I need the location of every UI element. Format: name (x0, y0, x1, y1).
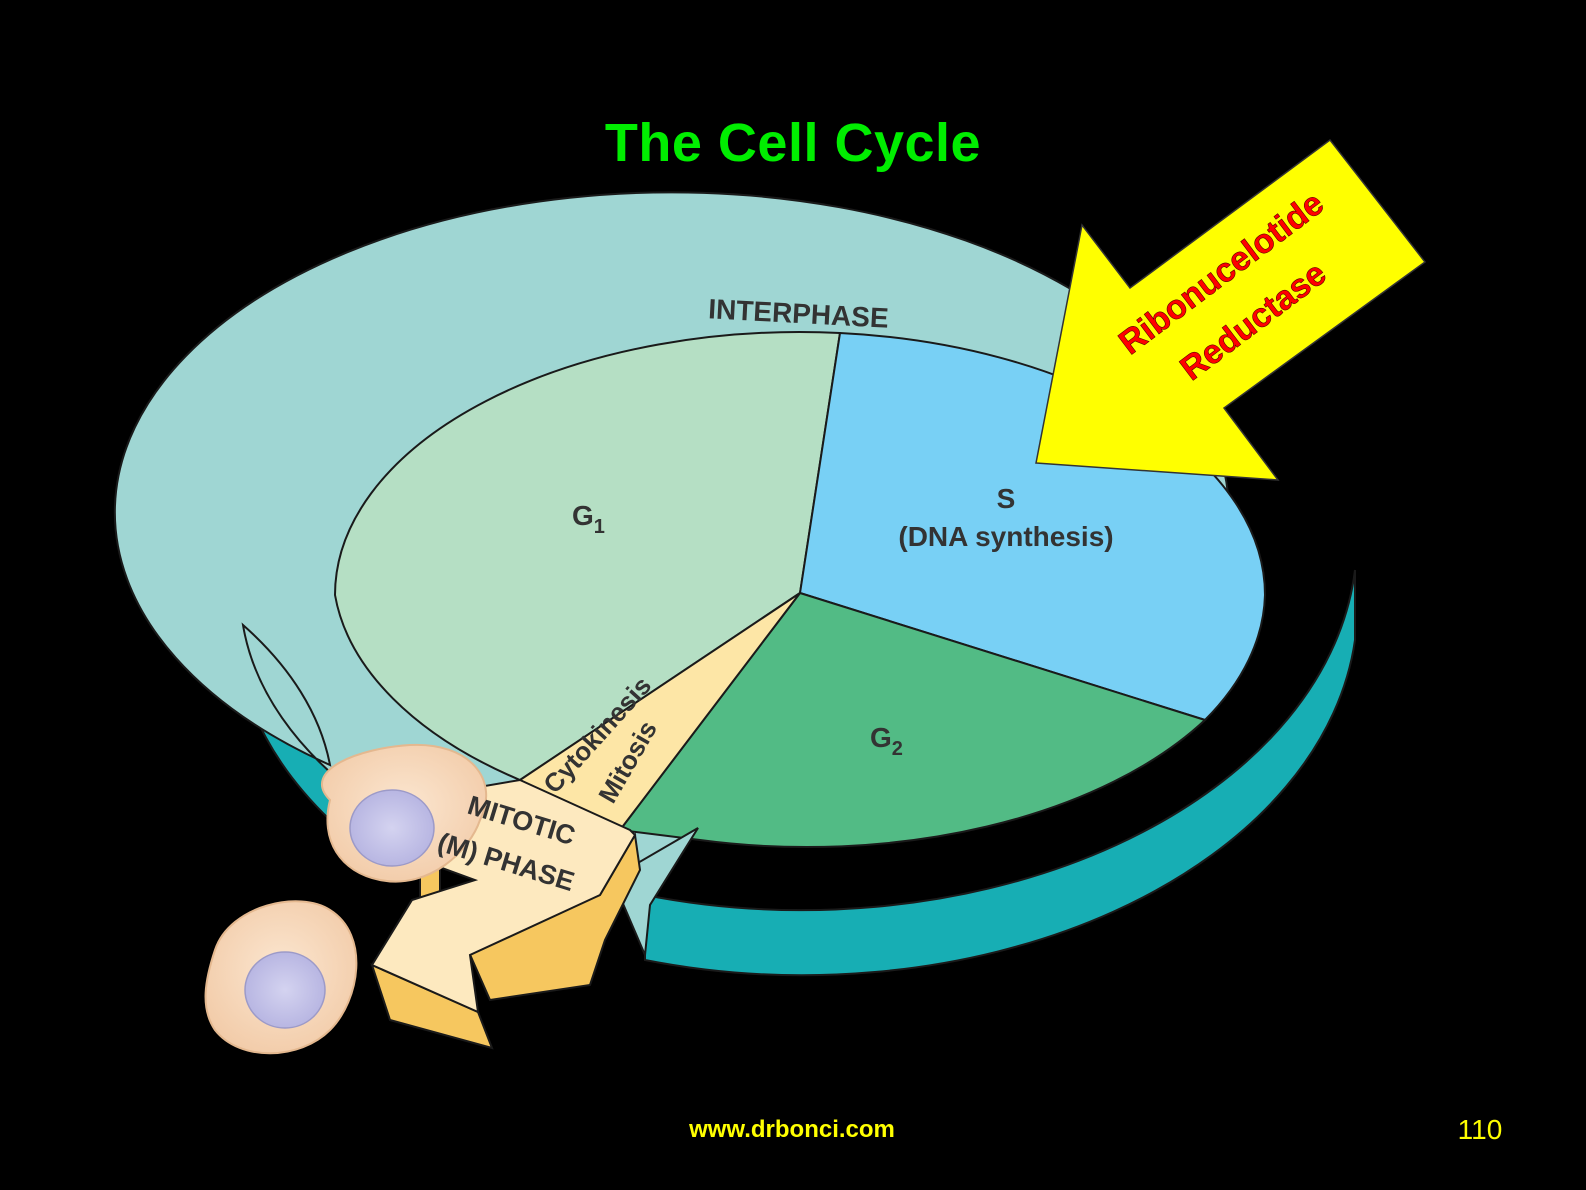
g1-label: G1 (572, 500, 605, 538)
g2-letter: G (870, 722, 892, 753)
daughter-cell-lower (204, 900, 358, 1055)
g1-sector (333, 331, 842, 782)
g2-sector (618, 591, 1207, 849)
g1-letter: G (572, 500, 594, 531)
g2-subscript: 2 (892, 738, 903, 760)
s-label: S (997, 483, 1016, 514)
nucleus-icon (244, 951, 326, 1029)
g1-subscript: 1 (594, 516, 605, 538)
daughter-cell-upper (321, 743, 488, 883)
nucleus-icon (349, 789, 435, 867)
ribonucleotide-reductase-callout: Ribonucelotide Reductase (1035, 138, 1427, 481)
page-number: 110 (1457, 1114, 1503, 1145)
g2-label: G2 (870, 722, 903, 760)
callout-arrow-icon (1035, 138, 1427, 481)
slide-title: The Cell Cycle (604, 113, 982, 173)
ring-arrowhead (610, 827, 699, 956)
interphase-ring-side-right (644, 569, 1356, 977)
s-description: (DNA synthesis) (898, 521, 1113, 552)
footer-url: www.drbonci.com (689, 1116, 895, 1143)
